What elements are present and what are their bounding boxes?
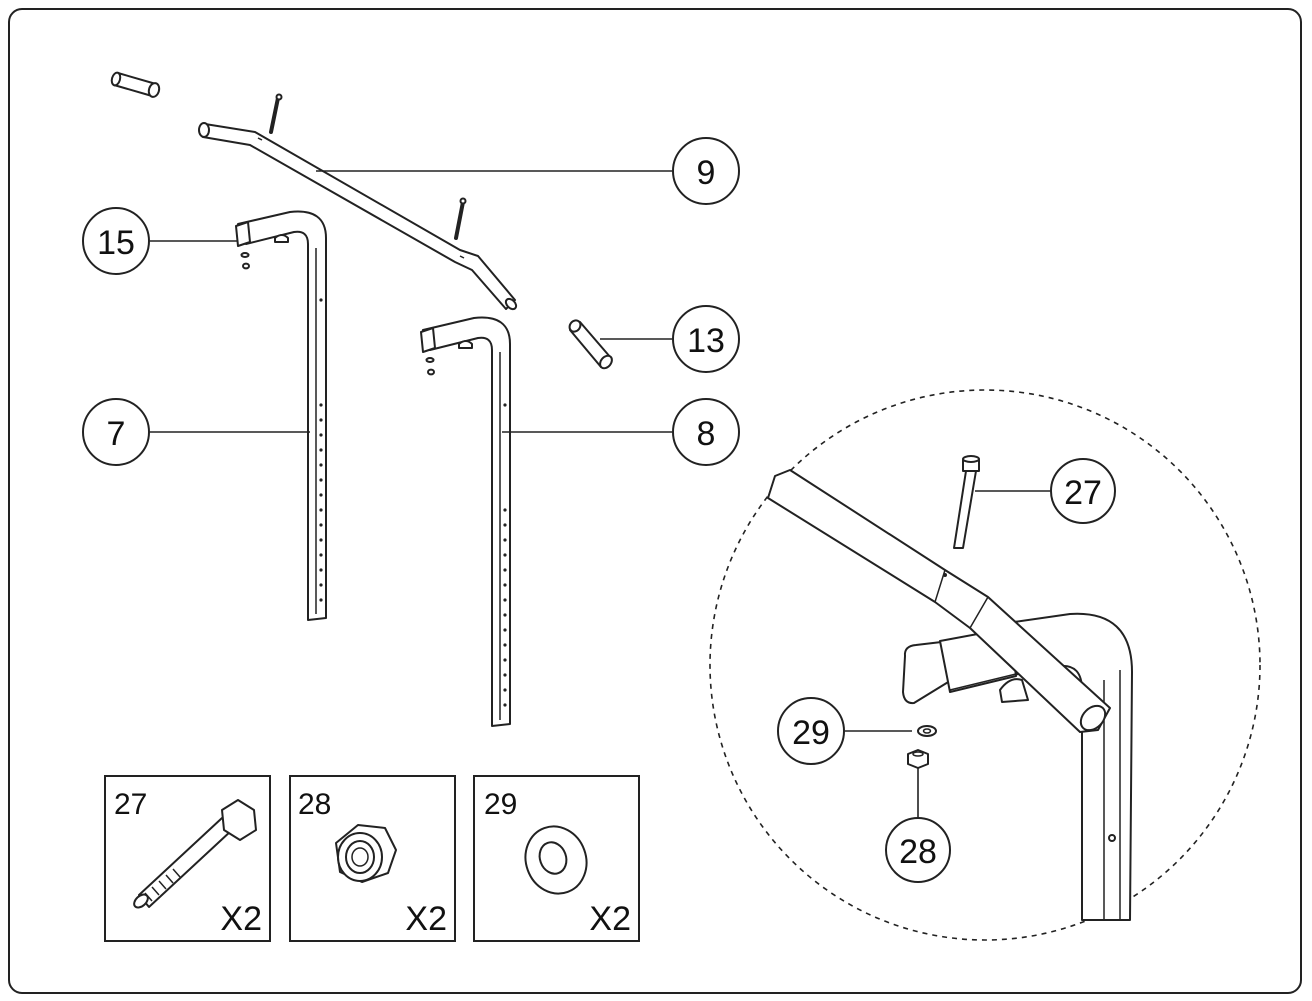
upright-part-8 (420, 316, 511, 727)
pin-left (269, 93, 283, 134)
callout-13-label: 13 (687, 322, 725, 360)
hardware-qty: X2 (220, 900, 262, 938)
detail-view (709, 389, 1261, 941)
hardware-code: 29 (484, 788, 517, 821)
pin-right (454, 197, 467, 240)
callout-8-label: 8 (697, 415, 716, 453)
hardware-box-washer: 29 X2 (473, 775, 640, 942)
callout-9-label: 9 (697, 154, 716, 192)
diagram-frame (8, 8, 1302, 994)
bolt-icon (133, 799, 257, 909)
callout-28-label: 28 (899, 833, 937, 871)
hardware-box-bolt: 27 X2 (104, 775, 271, 942)
hardware-code: 27 (114, 788, 147, 821)
hardware-box-nut: 28 X2 (289, 775, 456, 942)
crossbar-part-9 (198, 122, 518, 311)
washer-icon (524, 825, 588, 895)
callout-29: 29 (777, 697, 845, 765)
callout-27: 27 (1050, 458, 1116, 524)
callout-7: 7 (82, 398, 150, 466)
callout-13: 13 (672, 305, 740, 373)
callout-9: 9 (672, 137, 740, 205)
callout-15: 15 (82, 207, 150, 275)
hardware-qty: X2 (589, 900, 631, 938)
callout-29-label: 29 (792, 714, 830, 752)
callout-15-label: 15 (97, 224, 135, 262)
callout-8: 8 (672, 398, 740, 466)
hardware-code: 28 (298, 788, 331, 821)
upright-part-7 (235, 210, 327, 621)
callout-7-label: 7 (107, 415, 126, 453)
callout-27-label: 27 (1064, 474, 1102, 512)
hardware-qty: X2 (405, 900, 447, 938)
nut-icon (335, 824, 397, 883)
end-cap-part-13 (568, 319, 613, 370)
end-cap-top (110, 71, 161, 98)
callout-28: 28 (885, 817, 951, 883)
